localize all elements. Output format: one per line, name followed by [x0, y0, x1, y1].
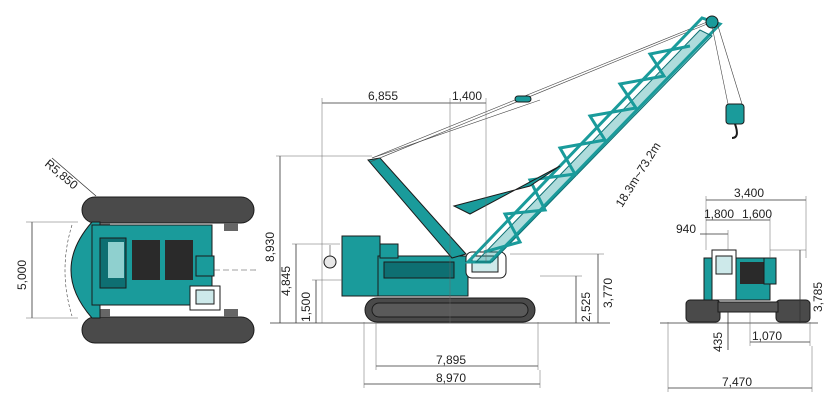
top-view: R5,850 5,000: [15, 157, 256, 344]
side-dim-1400: 1,400: [452, 89, 482, 103]
front-dim-1070: 1,070: [752, 329, 782, 343]
side-dim-6855: 6,855: [368, 89, 398, 103]
boom-tip-sheave: [705, 15, 719, 29]
side-dim-2525: 2,525: [579, 292, 593, 322]
side-counterweight: [341, 235, 381, 297]
front-dim-7470: 7,470: [722, 375, 752, 389]
side-dim-8930: 8,930: [263, 232, 277, 262]
front-dim-3785: 3,785: [811, 282, 825, 312]
top-width-label: 5,000: [15, 260, 29, 290]
top-radius-label: R5,850: [42, 157, 81, 193]
front-dim-435: 435: [711, 332, 725, 352]
side-dim-1500: 1,500: [299, 292, 313, 322]
side-dim-3770: 3,770: [601, 278, 615, 308]
side-gantry: [367, 157, 467, 259]
front-track-left: [685, 299, 721, 323]
front-dim-1800: 1,800: [704, 207, 734, 221]
front-view: 3,400 1,800 1,600 940 3,785 435 1,070 7,…: [660, 186, 825, 392]
boom-length-label: 18.3m~73.2m: [613, 140, 664, 210]
side-dim-7895: 7,895: [436, 353, 466, 367]
side-view: 6,855 1,400 18.3m~73.2m 8,930 4,845 1,50…: [263, 15, 745, 388]
top-track-upper: [81, 196, 255, 224]
side-dim-8970: 8,970: [436, 371, 466, 385]
hook-block: [725, 103, 745, 125]
front-dim-3400: 3,400: [734, 186, 764, 200]
front-dim-1600: 1,600: [742, 207, 772, 221]
front-track-right: [775, 299, 811, 323]
front-dim-940: 940: [676, 222, 696, 236]
side-dim-4845: 4,845: [279, 266, 293, 296]
top-track-lower: [81, 316, 255, 344]
